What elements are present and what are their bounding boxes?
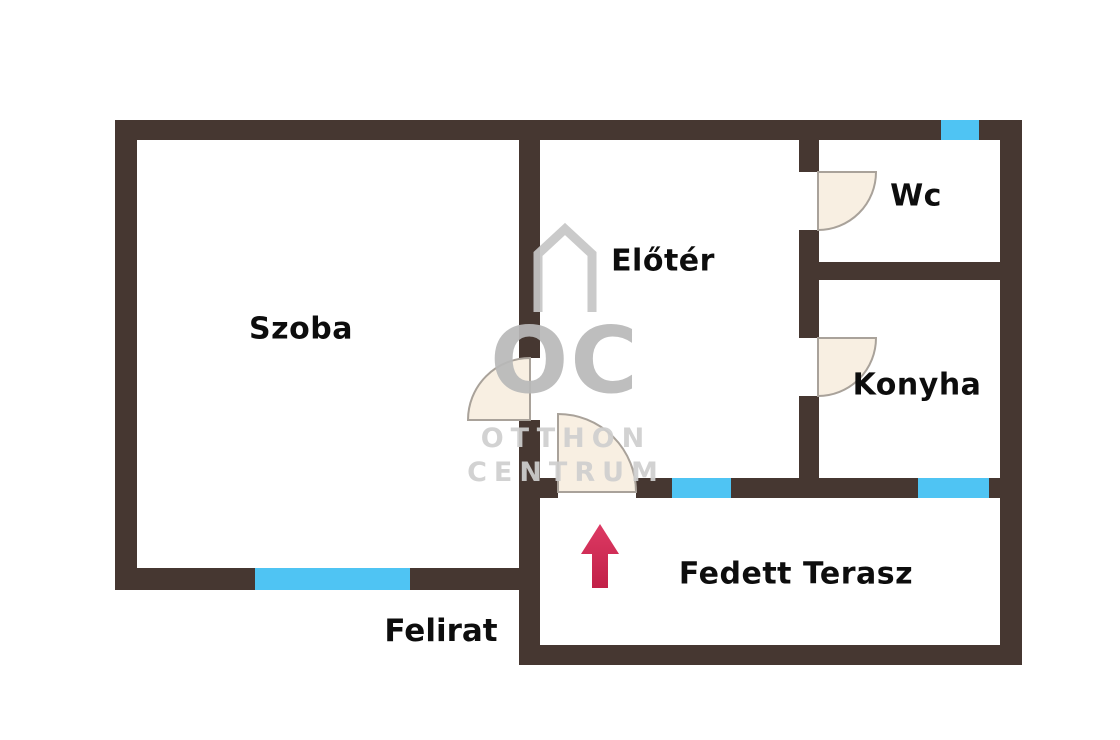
wall-terrace-top-d — [989, 478, 1022, 498]
window-szoba-bottom — [255, 568, 410, 590]
wall-eloter-right-c — [799, 396, 819, 498]
room-label-wc: Wc — [890, 178, 942, 214]
watermark-logo-text: OC — [490, 307, 640, 414]
caption-felirat: Felirat — [384, 613, 498, 649]
wall-terrace-top-b — [636, 478, 672, 498]
room-label-fedett-terasz: Fedett Terasz — [678, 556, 914, 592]
room-label-szoba: Szoba — [249, 311, 353, 347]
wall-terrace-top-c — [731, 478, 918, 498]
room-label-eloter: Előtér — [611, 243, 715, 279]
watermark-house-icon — [533, 222, 597, 312]
wall-terrace-top-a — [540, 478, 558, 498]
door-konyha — [817, 337, 878, 398]
watermark-line2: CENTRUM — [467, 457, 665, 488]
watermark-line1: OTTHON — [481, 423, 652, 454]
window-terrace-right — [918, 478, 989, 498]
room-label-konyha: Konyha — [852, 367, 982, 403]
door-wc — [817, 171, 878, 232]
door-entrance — [557, 412, 638, 493]
wall-eloter-right-b — [799, 230, 819, 338]
window-terrace-left — [672, 478, 731, 498]
window-wc-top — [941, 120, 979, 140]
wall-right — [1000, 120, 1022, 665]
wall-top — [115, 120, 1022, 140]
entrance-arrow-shape — [581, 524, 619, 588]
wall-eloter-right-a — [799, 120, 819, 172]
wall-wc-konyha-separator — [799, 262, 1022, 280]
wall-left — [115, 120, 137, 590]
wall-terrace-bottom — [519, 645, 1022, 665]
wall-middle-lower — [519, 420, 540, 665]
door-szoba — [466, 356, 531, 421]
